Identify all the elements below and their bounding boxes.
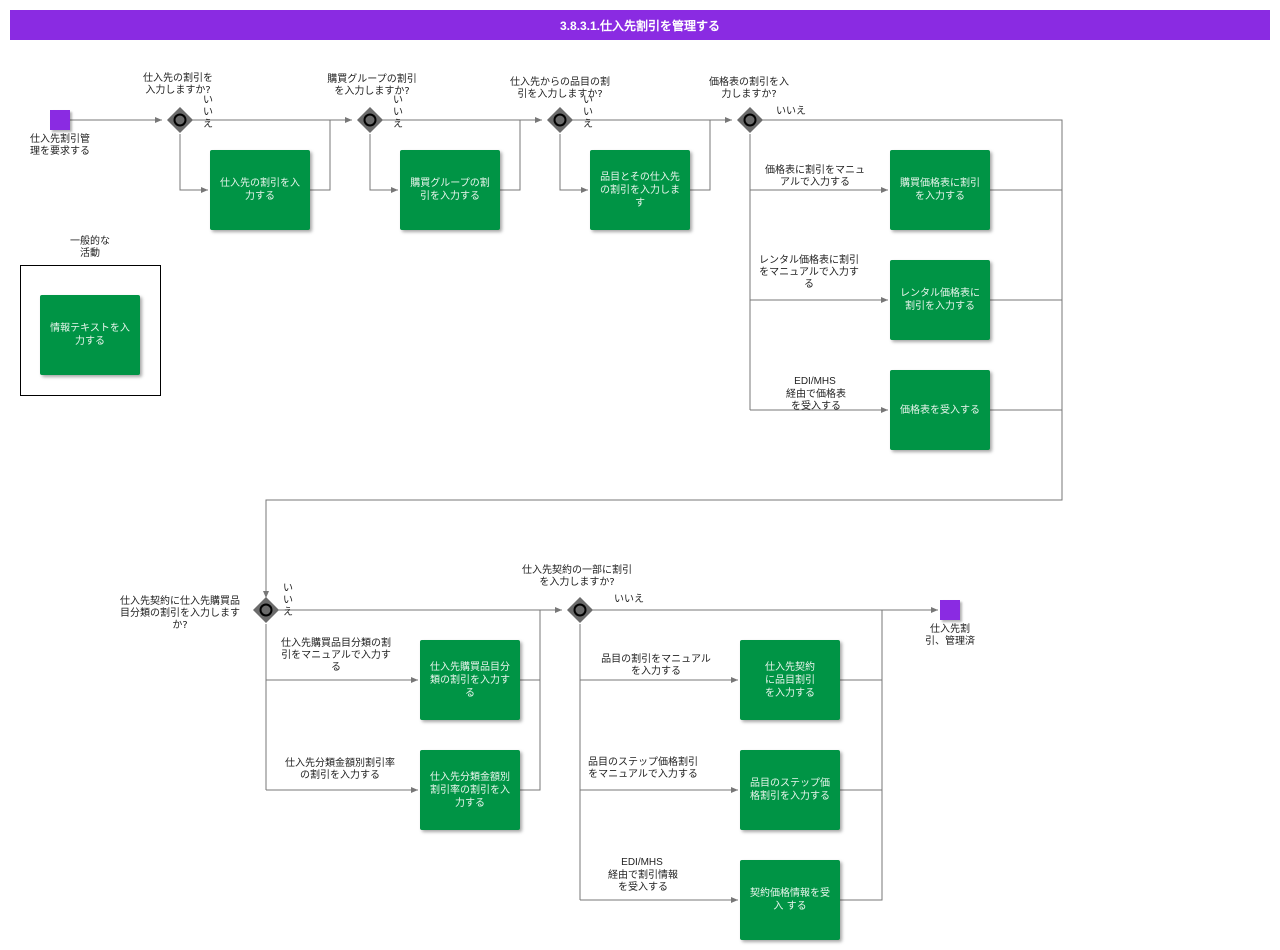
task-receive-contract-price-info[interactable]: 契約価格情報を受 入 する [740, 860, 840, 940]
end-event [940, 600, 960, 620]
end-event-label: 仕入先割 引、管理済 [925, 624, 975, 647]
task-enter-rental-price-list-discount[interactable]: レンタル価格表に 割引を入力する [890, 260, 990, 340]
gateway-3-no-label: い い え [583, 95, 593, 130]
gateway-1-no-label: い い え [203, 95, 213, 130]
gateway-1-question: 仕入先の割引を 入力しますか? [143, 73, 213, 96]
flow-label-manual-item-discount: 品目の割引をマニュアル を入力する [601, 654, 711, 677]
start-event-label: 仕入先割引管 理を要求する [30, 134, 90, 157]
flow-label-amount-rate: 仕入先分類金額別割引率 の割引を入力する [285, 758, 395, 781]
start-event [50, 110, 70, 130]
legend-group-box [20, 265, 161, 396]
flow-label-manual-item-class: 仕入先購買品目分類の割 引をマニュアルで入力す る [281, 638, 391, 673]
gateway-4 [737, 107, 763, 133]
gateway-3 [547, 107, 573, 133]
legend-task[interactable]: 情報テキストを入 力する [40, 295, 140, 375]
task-enter-amount-rate-discount[interactable]: 仕入先分類金額別 割引率の割引を入 力する [420, 750, 520, 830]
gateway-6 [567, 597, 593, 623]
flow-label-edi-mhs-1: EDI/MHS [794, 376, 836, 387]
gateway-3-question: 仕入先からの品目の割 引を入力しますか? [510, 77, 610, 100]
gateway-2-no-label: い い え [393, 95, 403, 130]
task-enter-item-class-discount[interactable]: 仕入先購買品目分 類の割引を入力す る [420, 640, 520, 720]
flow-label-receive-discount-info: 経由で割引情報 を受入する [608, 870, 678, 893]
gateway-4-no-label: いいえ [776, 106, 806, 117]
task-enter-purchase-price-list-discount[interactable]: 購買価格表に割引 を入力する [890, 150, 990, 230]
gateway-5-question: 仕入先契約に仕入先購買品 目分類の割引を入力します か? [120, 596, 240, 631]
gateway-5 [253, 597, 279, 623]
gateway-4-question: 価格表の割引を入 力しますか? [709, 77, 789, 100]
flow-label-manual-price-list: 価格表に割引をマニュ アルで入力する [765, 165, 865, 188]
task-enter-step-price-discount[interactable]: 品目のステップ価 格割引を入力する [740, 750, 840, 830]
task-enter-contract-item-discount[interactable]: 仕入先契約 に品目割引 を入力する [740, 640, 840, 720]
flow-label-manual-rental-price-list: レンタル価格表に割引 をマニュアルで入力す る [759, 255, 859, 290]
gateway-6-question: 仕入先契約の一部に割引 を入力しますか? [522, 565, 632, 588]
legend-title: 一般的な 活動 [70, 236, 110, 259]
diagram-title: 3.8.3.1.仕入先割引を管理する [10, 10, 1270, 40]
gateway-1 [167, 107, 193, 133]
task-enter-item-vendor-discount[interactable]: 品目とその仕入先 の割引を入力しま す [590, 150, 690, 230]
task-enter-purchase-group-discount[interactable]: 購買グループの割 引を入力する [400, 150, 500, 230]
task-receive-price-list[interactable]: 価格表を受入する [890, 370, 990, 450]
flow-label-edi-mhs-2: EDI/MHS [621, 857, 663, 868]
flow-label-manual-step-price: 品目のステップ価格割引 をマニュアルで入力する [588, 757, 698, 780]
task-enter-vendor-discount[interactable]: 仕入先の割引を入 力する [210, 150, 310, 230]
flow-label-receive-price-list: 経由で価格表 を受入する [786, 389, 846, 412]
gateway-2 [357, 107, 383, 133]
gateway-5-no-label: い い え [283, 583, 293, 618]
gateway-2-question: 購買グループの割引 を入力しますか? [327, 74, 417, 97]
gateway-6-no-label: いいえ [614, 594, 644, 605]
